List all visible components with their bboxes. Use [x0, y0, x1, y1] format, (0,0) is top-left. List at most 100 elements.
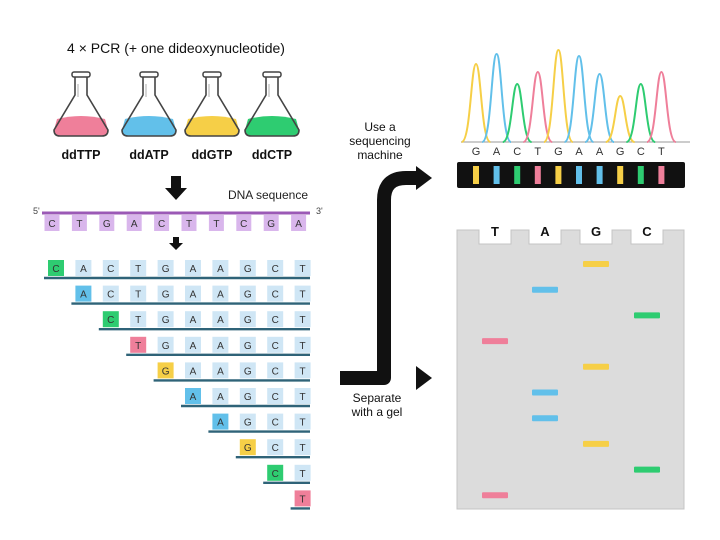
readout-base-mark: [576, 166, 582, 184]
flask-ddttp: ddTTP: [53, 71, 109, 162]
flask-label: ddTTP: [62, 148, 101, 162]
template-base: C: [48, 219, 55, 230]
chromatogram-base-label: G: [554, 146, 563, 158]
template-base: T: [213, 219, 219, 230]
down-arrow-large: [165, 176, 187, 200]
fragment-base-cell: [239, 260, 256, 276]
template-base-cell: [208, 215, 224, 231]
fragment-base-cell: [157, 285, 174, 302]
chromatogram-base-label: T: [658, 146, 665, 158]
fragment-base: C: [272, 418, 279, 429]
terminator-base-cell: [185, 388, 201, 404]
chromatogram-peak: [605, 94, 636, 143]
sequence-readout-bar: [457, 162, 685, 188]
flask-label: ddATP: [129, 148, 168, 162]
chromatogram-base-label: G: [616, 146, 625, 158]
gel-band: [634, 466, 660, 473]
fragment-base-cell: [267, 388, 284, 404]
fragment-row: T: [290, 490, 311, 510]
template-base-cell: [263, 215, 279, 231]
terminator-base-cell: [294, 490, 311, 507]
flask-rim: [71, 71, 91, 78]
sequencing-step-label: Use a sequencing machine: [349, 120, 410, 162]
fragment-base: C: [272, 392, 279, 403]
template-base-cell: [154, 215, 170, 231]
fragment-base: T: [135, 341, 141, 352]
flask-ddctp: ddCTP: [244, 71, 300, 162]
fragment-base-cell: [267, 336, 284, 353]
fragment-base-cell: [157, 336, 174, 353]
readout-base-mark: [473, 166, 479, 184]
fragment-base: A: [80, 290, 87, 301]
flask-outline: [244, 76, 300, 137]
fragment-base-cell: [102, 260, 119, 276]
fragment-base: C: [107, 290, 114, 301]
chromatogram-peak: [481, 52, 512, 143]
diagram-title: 4 × PCR (+ one dideoxynucleotide): [67, 40, 285, 56]
fragment-base: G: [244, 392, 252, 403]
flask-liquid: [185, 116, 239, 136]
fragment-base-cell: [239, 413, 256, 430]
fragment-base-cell: [267, 362, 284, 379]
flask-ddgtp: ddGTP: [184, 71, 240, 162]
fragment-base-cell: [267, 311, 284, 328]
fragment-base: A: [190, 392, 197, 403]
fragment-base: A: [190, 341, 197, 352]
gel-band: [583, 440, 609, 447]
down-arrow-small: [169, 237, 183, 250]
fragment-base: C: [272, 366, 279, 377]
fragment-base: T: [300, 418, 306, 429]
template-base-cell: [71, 215, 87, 231]
fragment-base-cell: [267, 260, 284, 276]
fragment-base: T: [300, 443, 306, 454]
fragment-base: T: [300, 290, 306, 301]
flask-outline: [53, 76, 109, 137]
fragment-base-cell: [267, 439, 284, 456]
fragment-base-cell: [294, 285, 311, 302]
fragment-base-cell: [185, 336, 201, 353]
gel-band: [532, 415, 558, 422]
gel-band: [532, 286, 558, 293]
gel-lane-label: C: [642, 224, 652, 239]
fragment-base: A: [190, 290, 197, 301]
fragment-base: T: [300, 392, 306, 403]
readout-base-mark: [658, 166, 665, 184]
readout-bar-background: [457, 162, 685, 188]
chromatogram-base-label: A: [493, 146, 501, 158]
gel-lane-label: G: [591, 224, 601, 239]
fragment-base-cell: [75, 260, 92, 276]
readout-base-mark: [534, 166, 541, 184]
fragment-base: G: [244, 264, 252, 275]
fragment-base: C: [52, 264, 59, 275]
fragment-base-cell: [239, 362, 256, 379]
gel-lane-label: T: [491, 224, 499, 239]
fragment-base-cell: [294, 388, 311, 404]
flask-label: ddGTP: [192, 148, 233, 162]
fragment-base: T: [135, 290, 141, 301]
template-base: G: [267, 219, 275, 230]
fragment-base-cell: [185, 285, 201, 302]
fragment-base-cell: [157, 260, 174, 276]
fragment-base-cell: [294, 311, 311, 328]
fragment-base-cell: [185, 311, 201, 328]
chromatogram-peak: [646, 70, 677, 143]
readout-base-mark: [637, 166, 644, 184]
template-base-cell: [291, 215, 307, 231]
readout-base-mark: [596, 166, 603, 184]
gel-step-label: Separate with a gel: [351, 391, 403, 419]
readout-base-mark: [555, 166, 562, 184]
flask-liquid: [245, 116, 299, 136]
readout-base-mark: [514, 166, 521, 184]
fragment-base-cell: [185, 260, 201, 276]
template-base-cell: [44, 215, 60, 231]
fragment-base: A: [217, 264, 224, 275]
fragment-base: T: [135, 315, 141, 326]
flask-rim: [202, 71, 222, 78]
